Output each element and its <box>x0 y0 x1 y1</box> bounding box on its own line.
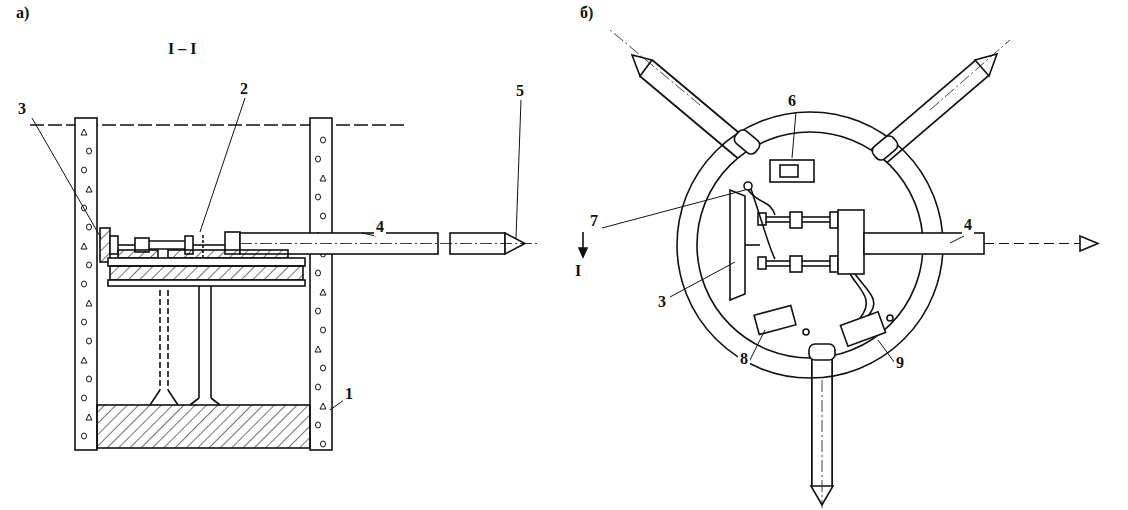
concrete-aggregate <box>87 376 92 382</box>
concrete-aggregate <box>320 175 326 181</box>
concrete-aggregate <box>320 289 326 295</box>
callout-number: 4 <box>962 216 974 234</box>
concrete-aggregate <box>316 270 321 276</box>
concrete-aggregate <box>321 137 326 143</box>
concrete-aggregate <box>82 433 87 439</box>
concrete-aggregate <box>86 186 92 192</box>
view-label: а) <box>14 4 31 22</box>
callout-number: 3 <box>16 100 28 118</box>
callout-number: 8 <box>738 350 750 368</box>
concrete-aggregate <box>86 414 92 420</box>
callout-number: 1 <box>343 385 355 403</box>
concrete-aggregate <box>87 224 92 230</box>
concrete-aggregate <box>87 148 92 154</box>
concrete-aggregate <box>321 365 326 371</box>
concrete-aggregate <box>81 129 87 135</box>
concrete-aggregate <box>86 300 92 306</box>
concrete-aggregate <box>316 422 321 428</box>
view-label: б) <box>578 4 595 22</box>
section-mark: I <box>573 262 583 280</box>
concrete-aggregate <box>321 441 326 447</box>
callout-number: 6 <box>786 92 798 110</box>
callout-number: 9 <box>894 354 906 372</box>
callout-number: 2 <box>238 80 250 98</box>
callout-number: 5 <box>514 82 526 100</box>
concrete-aggregate <box>81 357 87 363</box>
section-label: I – I <box>166 40 198 58</box>
concrete-aggregate <box>82 319 87 325</box>
concrete-aggregate <box>316 156 321 162</box>
concrete-aggregate <box>81 243 87 249</box>
concrete-aggregate <box>321 327 326 333</box>
concrete-aggregate <box>315 346 321 352</box>
concrete-aggregate <box>87 338 92 344</box>
concrete-aggregate <box>82 167 87 173</box>
concrete-aggregate <box>320 403 326 409</box>
concrete-aggregate <box>316 384 321 390</box>
callout-number: 4 <box>374 218 386 236</box>
concrete-aggregate <box>87 262 92 268</box>
concrete-aggregate <box>82 281 87 287</box>
concrete-aggregate <box>82 395 87 401</box>
concrete-aggregate <box>316 308 321 314</box>
concrete-aggregate <box>321 213 326 219</box>
callout-number: 3 <box>656 293 668 311</box>
concrete-aggregate <box>316 194 321 200</box>
callout-number: 7 <box>588 212 600 230</box>
